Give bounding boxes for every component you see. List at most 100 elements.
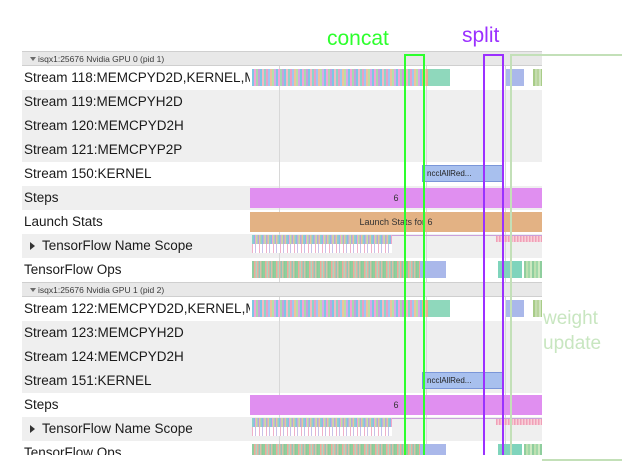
timeline-lane[interactable]: 6 bbox=[250, 186, 542, 210]
launch-stats-bar[interactable]: Launch Stats for 6 bbox=[250, 212, 542, 232]
timeline-row-label[interactable]: TensorFlow Name Scope bbox=[22, 417, 250, 441]
lane-gridline bbox=[426, 417, 427, 441]
chevron-down-icon[interactable] bbox=[30, 57, 36, 61]
group-header-label: isqx1:25676 Nvidia GPU 1 (pid 2) bbox=[38, 285, 165, 295]
timeline-row[interactable]: 6 Steps bbox=[22, 186, 542, 210]
lane-gridline bbox=[505, 66, 506, 90]
nccl-allreduce-bar[interactable]: ncclAllRed... bbox=[422, 372, 504, 389]
timeline-row[interactable]: 6 Steps bbox=[22, 393, 542, 417]
steps-bar[interactable]: 6 bbox=[250, 188, 542, 208]
timeline-row[interactable]: Stream 123:MEMCPYH2D bbox=[22, 321, 542, 345]
group-header-label: isqx1:25676 Nvidia GPU 0 (pid 1) bbox=[38, 54, 165, 64]
timeline-lane[interactable] bbox=[250, 297, 542, 321]
timeline-row-label[interactable]: Stream 151:KERNEL bbox=[22, 369, 250, 393]
steps-bar[interactable]: 6 bbox=[250, 395, 542, 415]
trace-timeline-panel[interactable]: isqx1:25676 Nvidia GPU 0 (pid 1) Stream 1… bbox=[22, 51, 542, 461]
timeline-row[interactable]: Stream 119:MEMCPYH2D bbox=[22, 90, 542, 114]
timeline-row-label[interactable]: Stream 118:MEMCPYD2D,KERNEL,ME bbox=[22, 66, 250, 90]
timeline-row-label[interactable]: TensorFlow Ops bbox=[22, 258, 250, 282]
lane-gridline bbox=[505, 369, 506, 393]
timeline-row-label[interactable]: Steps bbox=[22, 393, 250, 417]
timeline-lane[interactable]: ncclAllRed... bbox=[250, 162, 542, 186]
timeline-row[interactable]: Stream 121:MEMCPYP2P bbox=[22, 138, 542, 162]
timeline-lane[interactable] bbox=[250, 66, 542, 90]
timeline-row[interactable]: TensorFlow Name Scope bbox=[22, 417, 542, 441]
timeline-row-label[interactable]: Stream 150:KERNEL bbox=[22, 162, 250, 186]
group-header[interactable]: isqx1:25676 Nvidia GPU 1 (pid 2) bbox=[22, 282, 542, 297]
timeline-lane[interactable]: ncclAllRed... bbox=[250, 369, 542, 393]
timeline-row[interactable]: ncclAllRed... Stream 151:KERNEL bbox=[22, 369, 542, 393]
nccl-allreduce-bar[interactable]: ncclAllRed... bbox=[422, 165, 504, 182]
row-label-text: Stream 150:KERNEL bbox=[24, 166, 152, 181]
lane-gridline bbox=[279, 321, 280, 345]
row-label-text: Stream 123:MEMCPYH2D bbox=[24, 325, 184, 340]
row-label-text: TensorFlow Name Scope bbox=[42, 421, 193, 436]
lane-gridline bbox=[279, 90, 280, 114]
timeline-row-label[interactable]: Launch Stats bbox=[22, 210, 250, 234]
timeline-lane[interactable] bbox=[250, 345, 542, 369]
lane-gridline bbox=[505, 297, 506, 321]
row-label-text: Stream 124:MEMCPYD2H bbox=[24, 349, 184, 364]
row-label-text: TensorFlow Ops bbox=[24, 262, 122, 277]
chevron-right-icon[interactable] bbox=[30, 242, 35, 250]
lane-gridline bbox=[426, 321, 427, 345]
timeline-lane[interactable] bbox=[250, 258, 542, 282]
timeline-row[interactable]: Stream 120:MEMCPYD2H bbox=[22, 114, 542, 138]
panel-bottom-mask bbox=[22, 455, 542, 461]
row-label-text: Stream 119:MEMCPYH2D bbox=[24, 94, 183, 109]
timeline-row-label[interactable]: Steps bbox=[22, 186, 250, 210]
timeline-lane[interactable] bbox=[250, 90, 542, 114]
row-label-text: Steps bbox=[24, 190, 59, 205]
lane-gridline bbox=[505, 345, 506, 369]
group-header[interactable]: isqx1:25676 Nvidia GPU 0 (pid 1) bbox=[22, 51, 542, 66]
row-label-text: Launch Stats bbox=[24, 214, 103, 229]
lane-gridline bbox=[279, 114, 280, 138]
timeline-lane[interactable] bbox=[250, 417, 542, 441]
row-label-text: Stream 121:MEMCPYP2P bbox=[24, 142, 183, 157]
row-label-text: Stream 120:MEMCPYD2H bbox=[24, 118, 184, 133]
row-label-text: Steps bbox=[24, 397, 59, 412]
timeline-row[interactable]: ncclAllRed... Stream 150:KERNEL bbox=[22, 162, 542, 186]
timeline-row-label[interactable]: TensorFlow Name Scope bbox=[22, 234, 250, 258]
timeline-row-label[interactable]: Stream 123:MEMCPYH2D bbox=[22, 321, 250, 345]
annotation-split: split bbox=[462, 24, 500, 47]
timeline-row-label[interactable]: Stream 119:MEMCPYH2D bbox=[22, 90, 250, 114]
chevron-down-icon[interactable] bbox=[30, 288, 36, 292]
timeline-row-label[interactable]: Stream 121:MEMCPYP2P bbox=[22, 138, 250, 162]
lane-gridline bbox=[426, 90, 427, 114]
annotation-weight-line1: weight bbox=[543, 308, 598, 329]
row-label-text: Stream 122:MEMCPYD2D,KERNEL,MI bbox=[24, 301, 250, 316]
timeline-row-label[interactable]: Stream 122:MEMCPYD2D,KERNEL,MI bbox=[22, 297, 250, 321]
lane-gridline bbox=[505, 417, 506, 441]
chevron-right-icon[interactable] bbox=[30, 425, 35, 433]
timeline-lane[interactable]: 6 bbox=[250, 393, 542, 417]
lane-gridline bbox=[279, 345, 280, 369]
lane-gridline bbox=[279, 369, 280, 393]
timeline-row[interactable]: Stream 124:MEMCPYD2H bbox=[22, 345, 542, 369]
annotation-weight-line2: update bbox=[543, 333, 602, 354]
timeline-row[interactable]: TensorFlow Name Scope bbox=[22, 234, 542, 258]
lane-gridline bbox=[279, 138, 280, 162]
timeline-row-label[interactable]: Stream 120:MEMCPYD2H bbox=[22, 114, 250, 138]
timeline-row[interactable]: Stream 122:MEMCPYD2D,KERNEL,MI bbox=[22, 297, 542, 321]
timeline-lane[interactable] bbox=[250, 138, 542, 162]
timeline-row[interactable]: TensorFlow Ops bbox=[22, 258, 542, 282]
timeline-row[interactable]: Launch Stats for 6 Launch Stats bbox=[22, 210, 542, 234]
lane-gridline bbox=[426, 234, 427, 258]
timeline-lane[interactable] bbox=[250, 234, 542, 258]
lane-gridline bbox=[426, 345, 427, 369]
row-label-text: TensorFlow Name Scope bbox=[42, 238, 193, 253]
lane-gridline bbox=[505, 90, 506, 114]
lane-gridline bbox=[505, 138, 506, 162]
timeline-lane[interactable]: Launch Stats for 6 bbox=[250, 210, 542, 234]
timeline-lane[interactable] bbox=[250, 321, 542, 345]
lane-gridline bbox=[505, 162, 506, 186]
timeline-row-label[interactable]: Stream 124:MEMCPYD2H bbox=[22, 345, 250, 369]
row-label-text: Stream 151:KERNEL bbox=[24, 373, 152, 388]
timeline-lane[interactable] bbox=[250, 114, 542, 138]
lane-gridline bbox=[426, 138, 427, 162]
annotation-concat: concat bbox=[327, 27, 389, 50]
lane-gridline bbox=[426, 114, 427, 138]
row-label-text: Stream 118:MEMCPYD2D,KERNEL,ME bbox=[24, 70, 250, 85]
timeline-row[interactable]: Stream 118:MEMCPYD2D,KERNEL,ME bbox=[22, 66, 542, 90]
